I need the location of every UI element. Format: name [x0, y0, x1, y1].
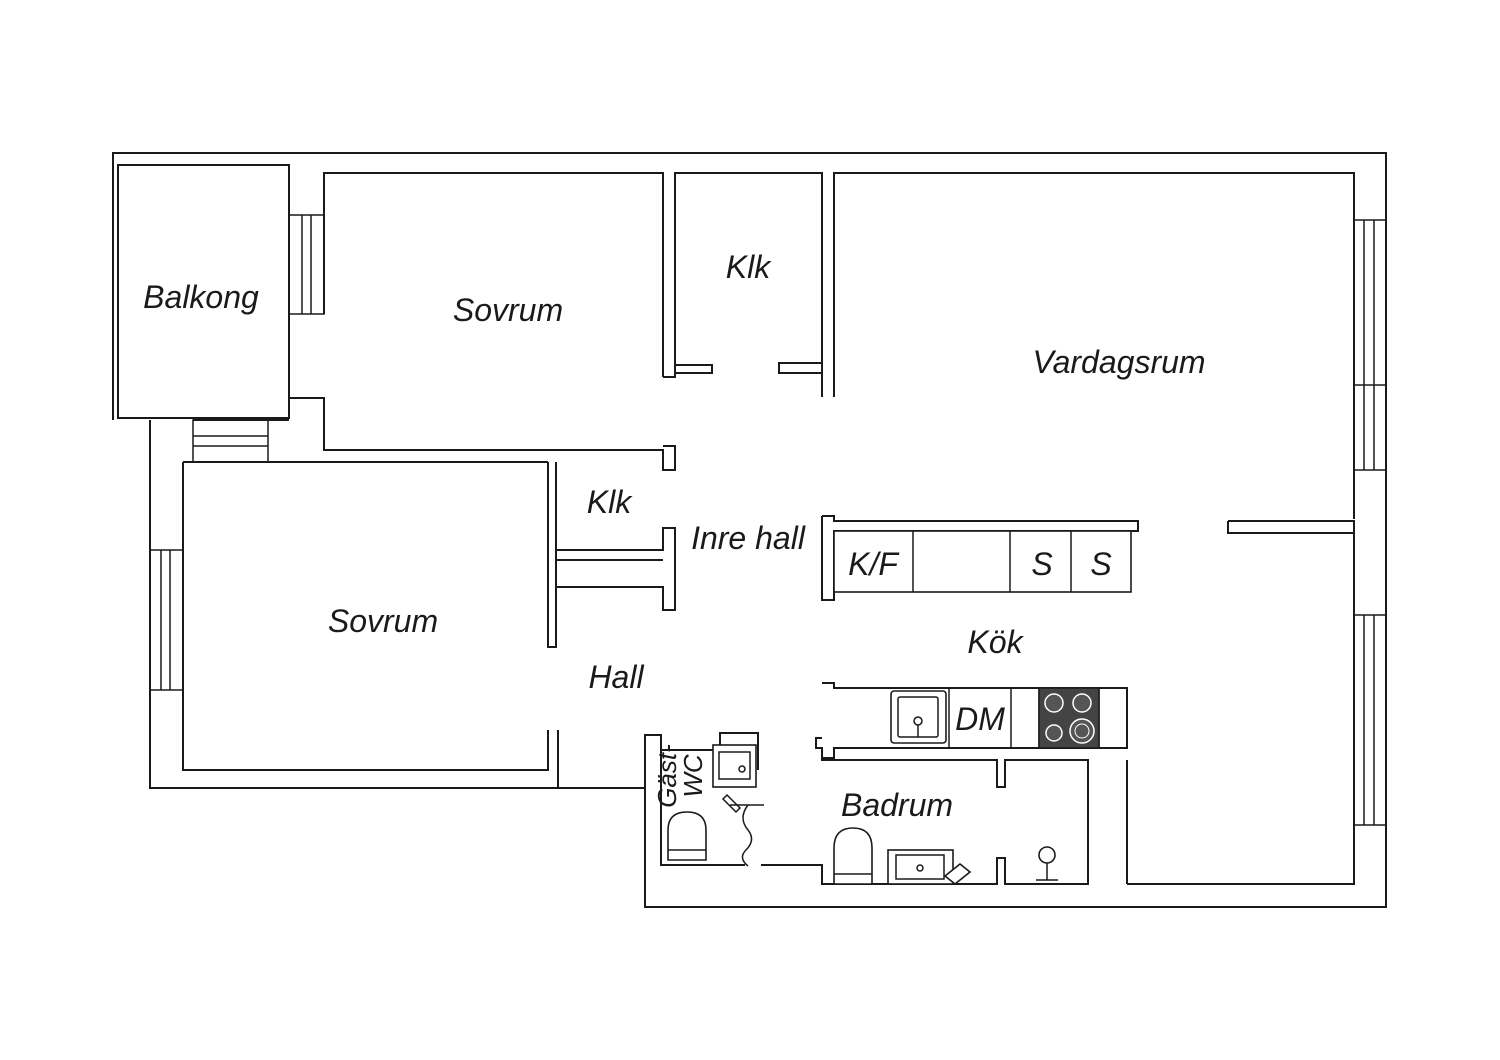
fixture-labels: K/F S S DM: [848, 546, 1112, 737]
label-klk-2: Klk: [587, 484, 633, 520]
label-gast-wc-line1: Gäst-: [652, 744, 682, 808]
label-badrum: Badrum: [841, 787, 953, 823]
label-s-2: S: [1090, 546, 1111, 582]
label-sovrum-2: Sovrum: [328, 603, 438, 639]
label-vardagsrum: Vardagsrum: [1032, 344, 1205, 380]
guest-wc-sink-icon: [712, 744, 757, 788]
label-inre-hall: Inre hall: [691, 520, 806, 556]
bathroom-toilet-icon: [833, 827, 873, 885]
shower-icon: [1036, 846, 1058, 881]
guest-wc-pipe-icon: [721, 793, 764, 867]
interior-walls: [547, 362, 1355, 885]
room-labels: Balkong Sovrum Klk Vardagsrum Klk Inre h…: [143, 249, 1205, 823]
window-vardagsrum: [1353, 219, 1387, 471]
kitchen-sink-icon: [890, 690, 947, 744]
label-gast-wc-line2: WC: [678, 754, 708, 798]
label-sovrum-1: Sovrum: [453, 292, 563, 328]
balcony: [117, 164, 676, 471]
window-balkong-sovrum: [288, 214, 325, 315]
label-kok: Kök: [967, 624, 1024, 660]
label-hall: Hall: [588, 659, 644, 695]
bathroom-sink-icon: [887, 849, 972, 886]
guest-wc-toilet-icon: [667, 811, 707, 861]
label-klk-1: Klk: [726, 249, 772, 285]
label-kf: K/F: [848, 546, 900, 582]
stove-icon: [1038, 687, 1100, 749]
window-kok: [1353, 614, 1387, 826]
window-balkong-bottom: [192, 419, 269, 463]
windows: [149, 214, 1387, 826]
label-s-1: S: [1031, 546, 1052, 582]
kitchen-counter-top: [821, 515, 1139, 601]
label-balkong: Balkong: [143, 279, 259, 315]
window-sovrum-2: [149, 549, 184, 691]
label-dm: DM: [955, 701, 1005, 737]
